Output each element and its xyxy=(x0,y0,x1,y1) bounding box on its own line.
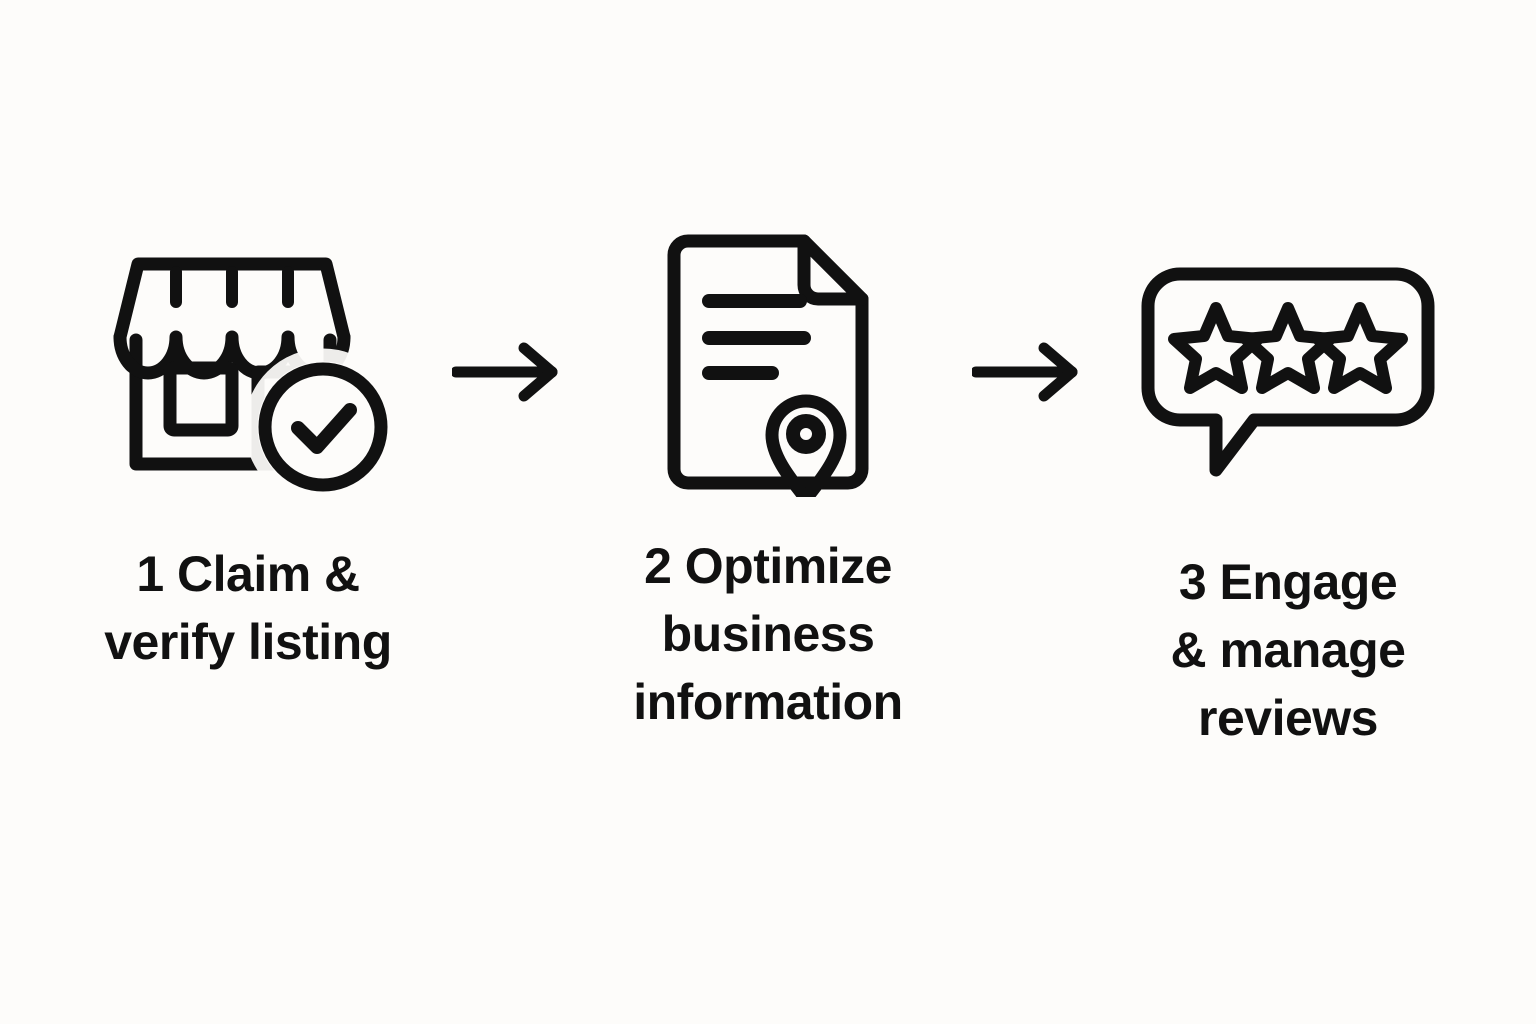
arrow-right-icon xyxy=(452,342,558,402)
star-icon xyxy=(1168,301,1264,394)
storefront-body xyxy=(113,257,351,471)
document-text-lines xyxy=(702,294,811,380)
step-2-label: 2 Optimize business information xyxy=(633,538,903,730)
arrow-1-to-2 xyxy=(438,222,578,522)
shop-window xyxy=(163,361,239,437)
document-location-icon xyxy=(603,212,933,512)
star-icon xyxy=(1240,301,1336,394)
star-rating xyxy=(1168,301,1408,394)
speech-bubble xyxy=(1141,267,1435,476)
arrow-right-icon xyxy=(972,342,1078,402)
review-bubble-icon xyxy=(1123,226,1453,526)
map-pin-icon xyxy=(765,394,847,497)
check-circle-badge xyxy=(258,362,388,492)
star-icon xyxy=(1312,301,1408,394)
folded-corner xyxy=(797,234,869,306)
arrow-2-to-3 xyxy=(958,222,1098,522)
storefront-verified-icon xyxy=(83,222,413,522)
shop-walls xyxy=(129,333,337,471)
step-1-claim-verify[interactable]: 1 Claim & verify listing xyxy=(58,0,438,676)
step-3-label: 3 Engage & manage reviews xyxy=(1170,554,1406,746)
step-3-engage-reviews[interactable]: 3 Engage & manage reviews xyxy=(1098,0,1478,752)
step-2-optimize-info[interactable]: 2 Optimize business information xyxy=(578,0,958,736)
step-1-label: 1 Claim & verify listing xyxy=(104,546,392,670)
document-page xyxy=(667,234,869,490)
